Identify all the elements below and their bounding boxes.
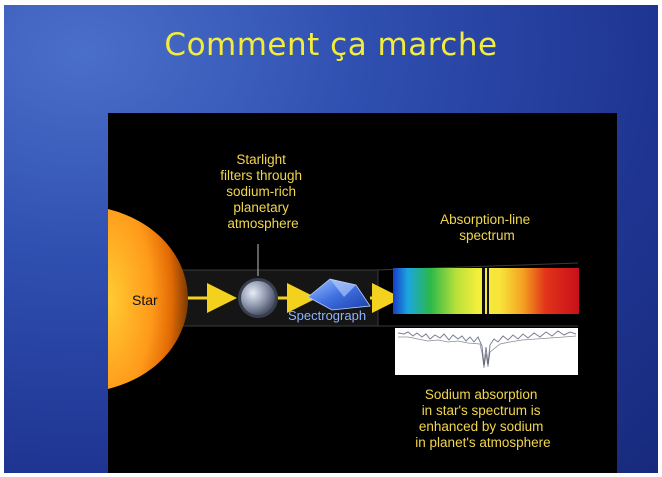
spectrograph-label: Spectrograph <box>288 308 366 323</box>
slide: Comment ça marche <box>4 5 658 473</box>
spectrum-caption-line: spectrum <box>459 228 515 243</box>
sodium-absorption-line <box>487 268 489 314</box>
starlight-caption-line: sodium-rich <box>226 184 296 199</box>
spectrum-plot-line <box>398 335 577 369</box>
spectrum-plot-line <box>397 330 577 366</box>
spectrum-caption: Absorption-line spectrum <box>440 212 534 243</box>
starlight-caption: Starlight filters through sodium-rich pl… <box>220 152 306 231</box>
spectrum-caption-line: Absorption-line <box>440 212 530 227</box>
starlight-caption-line: filters through <box>220 168 302 183</box>
sodium-absorption-line <box>482 268 485 314</box>
sodium-caption-line: in planet's atmosphere <box>415 435 550 450</box>
absorption-spectrum-bar <box>393 268 579 314</box>
starlight-caption-line: Starlight <box>236 152 286 167</box>
planet-icon <box>241 281 275 315</box>
spectrograph-prism-icon <box>307 278 371 311</box>
prism-highlight <box>330 279 356 297</box>
starlight-caption-line: atmosphere <box>227 216 298 231</box>
sodium-caption-line: enhanced by sodium <box>419 419 544 434</box>
sodium-caption-line: in star's spectrum is <box>422 403 541 418</box>
star-label: Star <box>132 292 158 308</box>
starlight-caption-line: planetary <box>233 200 289 215</box>
star-icon <box>108 209 188 389</box>
transit-spectroscopy-diagram: Star Starlight filters through sodium-ri… <box>108 152 579 450</box>
slide-title: Comment ça marche <box>164 27 498 63</box>
sodium-caption: Sodium absorption in star's spectrum is … <box>415 387 550 450</box>
sodium-caption-line: Sodium absorption <box>425 387 538 402</box>
figure-panel: Star Starlight filters through sodium-ri… <box>108 113 617 473</box>
